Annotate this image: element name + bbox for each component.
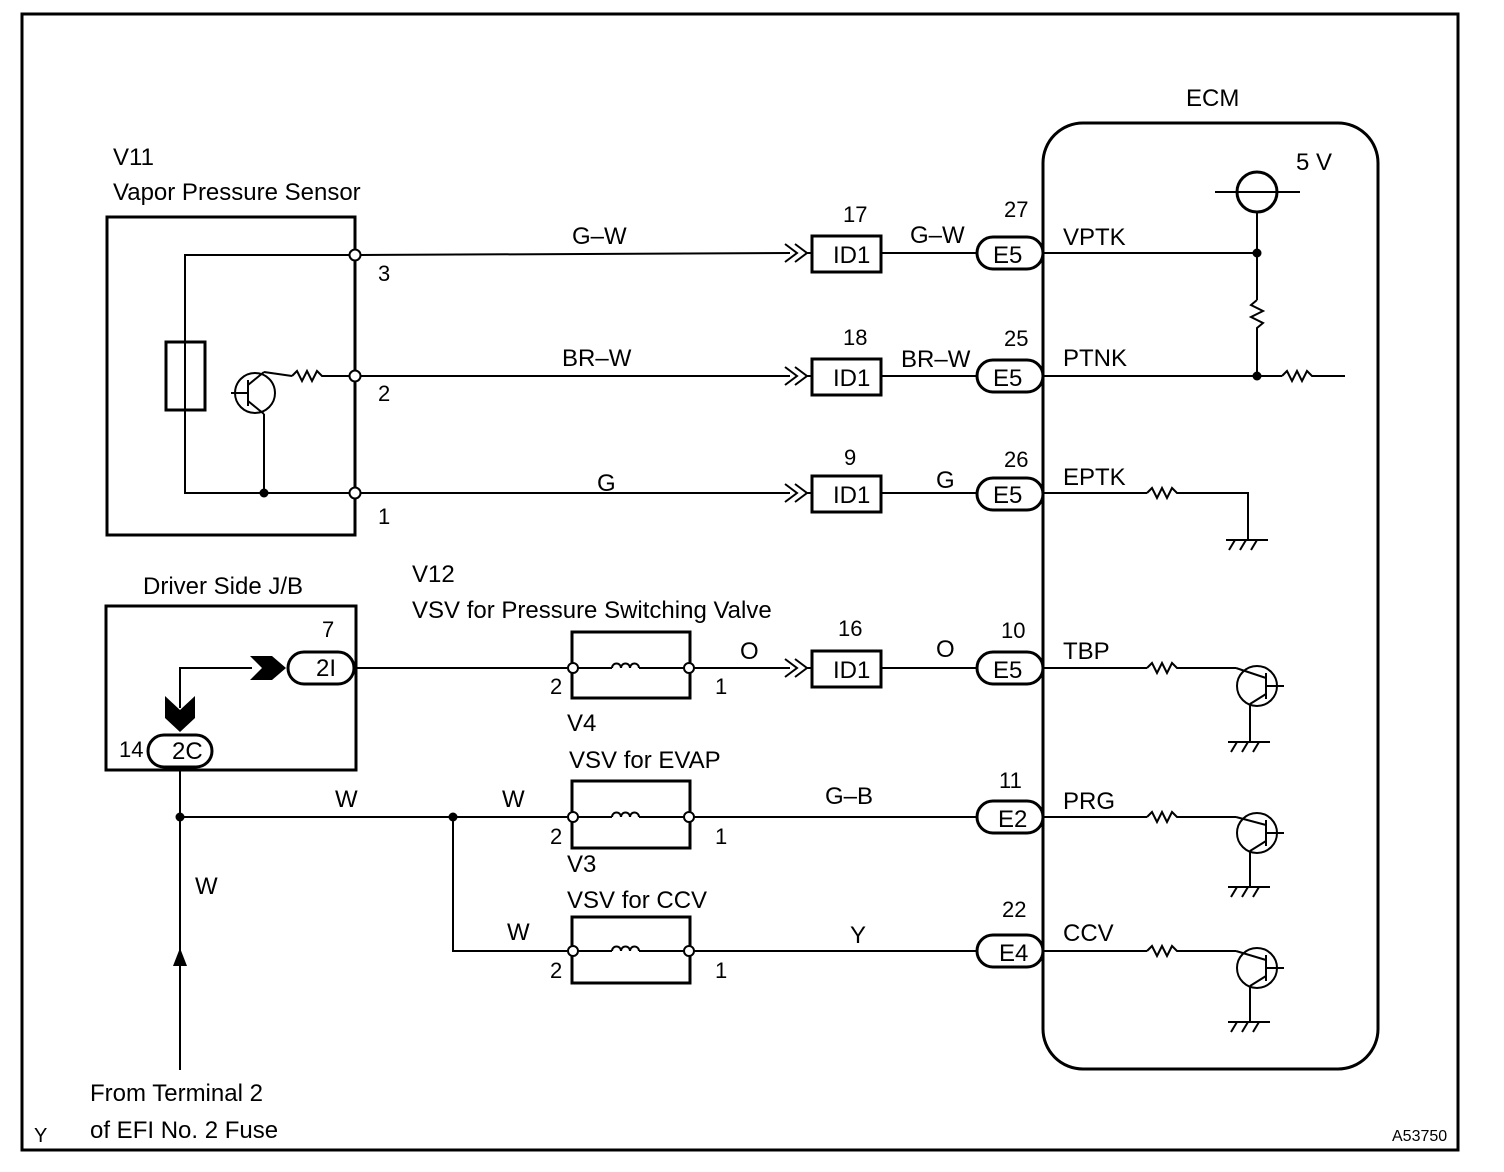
vsv-evap-code: V4	[567, 710, 596, 737]
jb-box	[104, 604, 358, 772]
vsv-ccv-pin-right: 1	[715, 958, 727, 983]
eptk-connector-pin: 9	[844, 445, 856, 470]
transistor-icon-tbp	[1228, 665, 1284, 753]
coil-icon	[611, 662, 640, 669]
eptk-connector-label: ID1	[833, 482, 870, 509]
eptk-ecm-pin: 26	[1004, 447, 1028, 472]
tbp-wire-color-right: O	[936, 636, 955, 663]
ground-icon	[1226, 539, 1268, 551]
vptk-connector-label: ID1	[833, 242, 870, 269]
prg-ecm-connector: E2	[998, 806, 1027, 833]
wire-prg	[175, 770, 1236, 1070]
vptk-signal-label: VPTK	[1063, 224, 1126, 251]
ptnk-signal-label: PTNK	[1063, 345, 1127, 372]
source-line-2: of EFI No. 2 Fuse	[90, 1117, 278, 1144]
vptk-connector-pin: 17	[843, 202, 867, 227]
sensor-code: V11	[113, 144, 154, 171]
ptnk-connector-label: ID1	[833, 365, 870, 392]
wire-ccv	[452, 817, 1236, 985]
coil-icon	[611, 945, 640, 952]
five-volt-label: 5 V	[1296, 149, 1332, 176]
figure-id: A53750	[1392, 1128, 1447, 1145]
pullup-resistor	[1248, 299, 1266, 376]
tbp-wire-color-left: O	[740, 638, 759, 665]
sensor-name: Vapor Pressure Sensor	[113, 179, 361, 206]
wire-eptk	[361, 474, 1249, 540]
jb-title: Driver Side J/B	[143, 573, 303, 600]
vptk-wire-color-right: G–W	[910, 222, 965, 249]
tbp-ecm-connector: E5	[993, 657, 1022, 684]
transistor-icon-prg	[1228, 812, 1284, 898]
sensor-element-icon	[164, 340, 207, 412]
jb-connector-2i-label: 2I	[316, 655, 336, 682]
ptnk-ecm-pin: 25	[1004, 326, 1028, 351]
ptnk-wire-color-left: BR–W	[562, 345, 632, 372]
ptnk-wire-color-right: BR–W	[901, 346, 971, 373]
tbp-signal-label: TBP	[1063, 638, 1110, 665]
sensor-internals	[164, 254, 355, 498]
chevron-down-icon	[165, 696, 195, 732]
arrow-up-icon	[173, 948, 187, 966]
prg-wire-color: G–B	[825, 783, 873, 810]
vsv-ccv-pin-left: 2	[550, 958, 562, 983]
ccv-ecm-connector: E4	[999, 940, 1028, 967]
wire-vptk	[360, 234, 1257, 274]
tbp-ecm-pin: 10	[1001, 618, 1025, 643]
sensor-pin-3-label: 3	[378, 261, 390, 286]
ptnk-ecm-connector: E5	[993, 365, 1022, 392]
vsv-evap-pin-right: 1	[715, 824, 727, 849]
sensor-pin-1	[348, 486, 362, 500]
vsv-ccv-code: V3	[567, 851, 596, 878]
ecm-title: ECM	[1186, 85, 1239, 112]
sensor-pin-2-label: 2	[378, 381, 390, 406]
vptk-ecm-connector: E5	[993, 242, 1022, 269]
w-wire-label-1: W	[335, 786, 358, 813]
ccv-wire-color: Y	[850, 922, 866, 949]
vsv-psv-pin-right: 1	[715, 674, 727, 699]
transistor-icon-ccv	[1228, 947, 1284, 1033]
jb-top-pin: 7	[322, 617, 334, 642]
diagram-frame	[20, 12, 1460, 1152]
prg-signal-label: PRG	[1063, 788, 1115, 815]
source-line-1: From Terminal 2	[90, 1080, 263, 1107]
jb-connector-2c	[146, 733, 214, 769]
w-wire-label-2: W	[502, 786, 525, 813]
sensor-box	[105, 215, 357, 537]
wire-tbp	[354, 630, 1236, 700]
vsv-psv-name: VSV for Pressure Switching Valve	[412, 597, 772, 624]
tbp-connector-pin: 16	[838, 616, 862, 641]
coil-icon	[611, 811, 640, 818]
vsv-evap-pin-left: 2	[550, 824, 562, 849]
wire-ptnk	[361, 357, 1345, 397]
eptk-wire-color-left: G	[597, 470, 616, 497]
prg-ecm-pin: 11	[999, 768, 1022, 793]
vsv-evap-name: VSV for EVAP	[569, 747, 721, 774]
vptk-wire-color-left: G–W	[572, 223, 627, 250]
ccv-ecm-pin: 22	[1002, 897, 1026, 922]
vsv-psv-code: V12	[412, 561, 455, 588]
corner-mark: Y	[34, 1125, 47, 1147]
ecm-box	[1041, 121, 1380, 1071]
w-wire-label-4: W	[195, 873, 218, 900]
sensor-pin-1-label: 1	[378, 504, 390, 529]
eptk-wire-color-right: G	[936, 467, 955, 494]
ccv-signal-label: CCV	[1063, 920, 1114, 947]
jb-connector-2c-label: 2C	[172, 738, 203, 765]
five-volt-source	[1215, 170, 1300, 300]
vsv-ccv-name: VSV for CCV	[567, 887, 707, 914]
eptk-ecm-connector: E5	[993, 482, 1022, 509]
vsv-psv-pin-left: 2	[550, 674, 562, 699]
sensor-pin-3	[348, 248, 362, 262]
eptk-signal-label: EPTK	[1063, 464, 1126, 491]
jb-internal-wiring	[165, 656, 286, 732]
sensor-pin-2	[348, 369, 362, 383]
tbp-connector-label: ID1	[833, 657, 870, 684]
vptk-ecm-pin: 27	[1004, 197, 1028, 222]
chevron-right-icon	[250, 656, 286, 680]
ptnk-connector-pin: 18	[843, 325, 867, 350]
jb-bottom-pin: 14	[119, 737, 143, 762]
w-wire-label-3: W	[507, 919, 530, 946]
